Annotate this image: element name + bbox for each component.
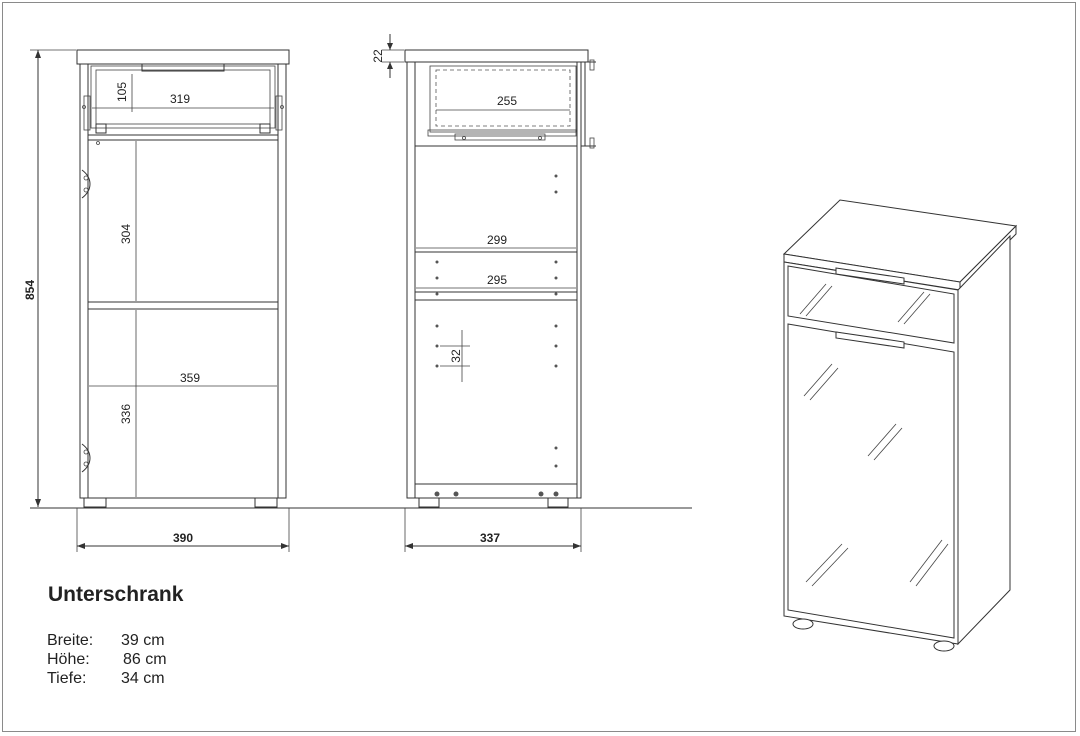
dim-front-height (30, 49, 76, 507)
dim-label-lower-compartment: 336 (119, 404, 133, 424)
dim-label-shelf-depth-1: 299 (487, 233, 507, 247)
dim-label-drawer-height: 105 (115, 82, 129, 102)
side-view (382, 34, 596, 508)
dim-label-front-height: 854 (23, 280, 37, 300)
spec-label: Höhe: (47, 651, 90, 668)
spec-label: Breite: (47, 632, 94, 649)
dim-label-shelf-depth-2: 295 (487, 273, 507, 287)
product-title: Unterschrank (48, 583, 184, 606)
spec-row-width: Breite: 39 cm (47, 631, 203, 650)
spec-value: 39 cm (121, 632, 165, 649)
spec-value: 34 cm (121, 670, 165, 687)
spec-row-height: Höhe: 86 cm (47, 650, 203, 669)
dim-label-hole-spacing: 32 (449, 349, 463, 363)
dim-label-drawer-inner-width: 319 (170, 92, 190, 106)
spec-value: 86 cm (123, 651, 167, 668)
dim-label-upper-compartment: 304 (119, 224, 133, 244)
perspective-view (782, 199, 1018, 652)
dim-label-side-depth: 337 (480, 531, 500, 545)
spec-label: Tiefe: (47, 670, 87, 687)
dim-label-inner-width: 359 (180, 371, 200, 385)
dim-label-front-width: 390 (173, 531, 193, 545)
dim-label-drawer-depth: 255 (497, 94, 517, 108)
dim-side-depth (404, 508, 582, 552)
spec-list: Breite: 39 cm Höhe: 86 cm Tiefe: 34 cm (47, 631, 203, 688)
dim-front-width (76, 508, 290, 552)
front-view (76, 49, 290, 508)
dim-label-top-thickness: 22 (371, 49, 385, 63)
spec-row-depth: Tiefe: 34 cm (47, 669, 203, 688)
